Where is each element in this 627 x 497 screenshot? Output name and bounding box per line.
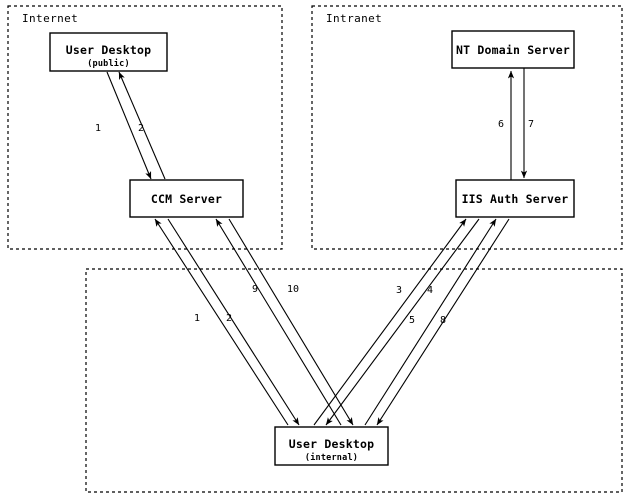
- flow-iis-to-internal-8: [376, 218, 510, 426]
- node-nt-domain-server-rect[interactable]: [451, 30, 575, 69]
- zone-lower-boundary: [85, 268, 623, 493]
- node-user-desktop-public-title: User Desktop: [66, 43, 151, 57]
- flow-ccm-to-public-2: [118, 71, 166, 180]
- node-user-desktop-internal-rect[interactable]: [274, 426, 389, 466]
- node-user-desktop-public-subtitle: (public): [87, 58, 130, 69]
- edge-label-internal-iis-3: 3: [396, 285, 402, 296]
- edge-label-internal-ccm-10: 10: [287, 284, 299, 295]
- flow-internal-to-ccm-9: [215, 218, 342, 426]
- node-user-desktop-public[interactable]: User Desktop (public): [49, 32, 168, 72]
- node-ccm-server-rect[interactable]: [129, 179, 244, 218]
- node-iis-auth-server-rect[interactable]: [455, 179, 575, 218]
- edge-label-internal-ccm-1: 1: [194, 313, 200, 324]
- edge-label-internal-iis-5: 5: [409, 315, 415, 326]
- zone-intranet-boundary: [311, 5, 623, 250]
- edge-label-ccm-internal-9: 9: [252, 284, 258, 295]
- edge-label-iis-internal-8: 8: [440, 315, 446, 326]
- flow-internal-to-ccm-1: [154, 218, 289, 426]
- node-ccm-server-title: CCM Server: [151, 192, 222, 206]
- node-nt-domain-server[interactable]: NT Domain Server: [451, 30, 575, 69]
- edge-label-ccm-internal-2: 2: [226, 313, 232, 324]
- node-user-desktop-internal-subtitle: (internal): [305, 452, 358, 463]
- flow-ccm-to-internal-2: [167, 218, 300, 426]
- zone-intranet-label: Intranet: [326, 12, 382, 25]
- node-iis-auth-server[interactable]: IIS Auth Server: [455, 179, 575, 218]
- flow-internal-to-iis-3: [313, 218, 467, 426]
- node-iis-auth-server-title: IIS Auth Server: [462, 192, 569, 206]
- edge-label-ccm-public-2: 2: [138, 123, 144, 134]
- node-user-desktop-public-rect[interactable]: [49, 32, 168, 72]
- flow-ccm-to-internal-10: [228, 218, 354, 426]
- zone-internet-label: Internet: [22, 12, 78, 25]
- flow-internal-to-iis-5: [364, 218, 497, 426]
- zone-internet-boundary: [7, 5, 283, 250]
- flow-public-to-ccm-1: [106, 71, 152, 180]
- edge-label-nt-iis-7: 7: [528, 119, 534, 130]
- edge-label-public-ccm-1: 1: [95, 123, 101, 134]
- edge-label-iis-nt-6: 6: [498, 119, 504, 130]
- flow-iis-to-internal-4: [325, 218, 480, 426]
- edge-label-iis-internal-4: 4: [427, 285, 433, 296]
- node-user-desktop-internal[interactable]: User Desktop (internal): [274, 426, 389, 466]
- node-user-desktop-internal-title: User Desktop: [289, 437, 374, 451]
- node-nt-domain-server-title: NT Domain Server: [456, 43, 570, 57]
- node-ccm-server[interactable]: CCM Server: [129, 179, 244, 218]
